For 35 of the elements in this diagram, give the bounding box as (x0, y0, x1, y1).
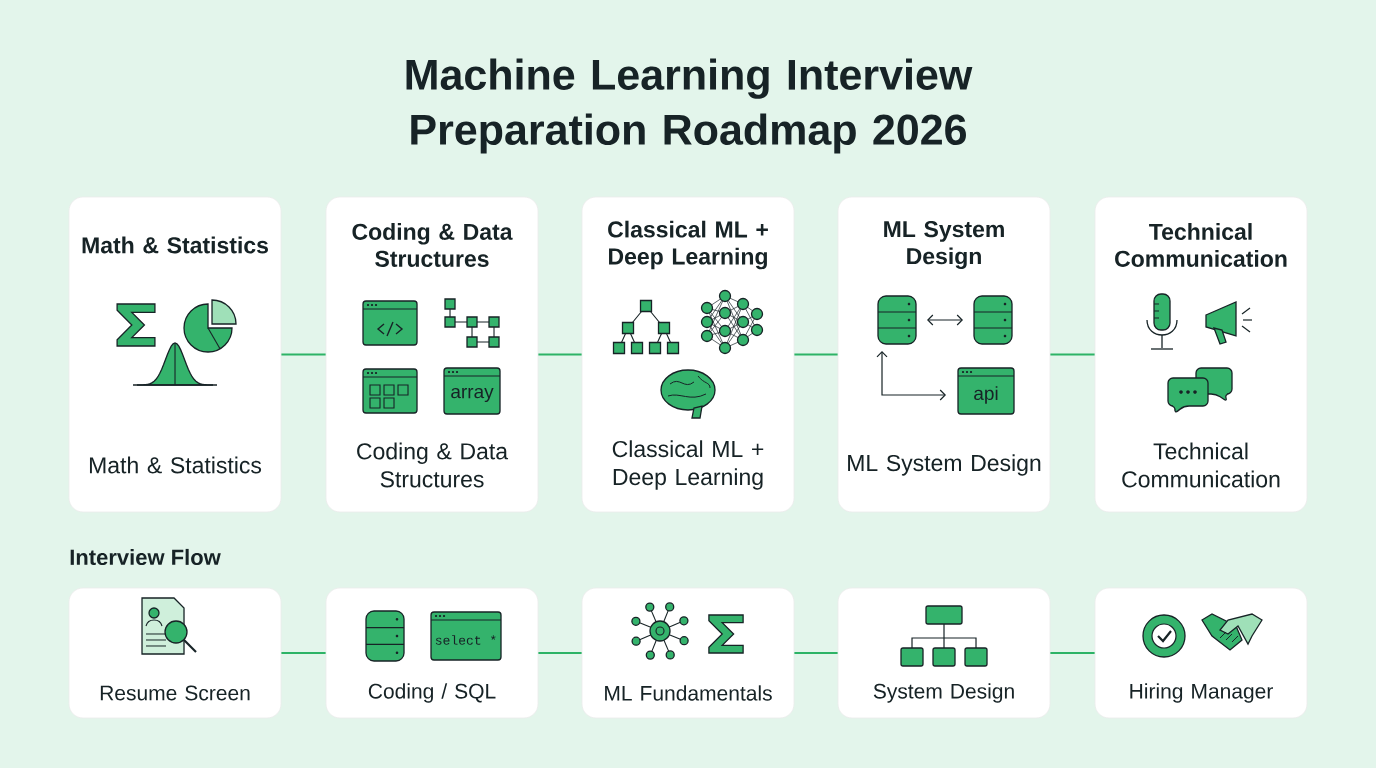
step-card (1094, 196, 1308, 513)
card-heading: Classical ML + Deep Learning (608, 220, 768, 270)
section-heading: Interview Flow (70, 548, 221, 566)
card-caption: Technical Communication (1122, 442, 1280, 488)
card-caption: ML System Design (848, 454, 1041, 476)
step-card (68, 196, 282, 513)
connector-line (793, 353, 839, 356)
step-card (837, 587, 1051, 719)
step-card (68, 587, 282, 719)
card-heading: ML System Design (884, 221, 1004, 269)
title: Machine Learning Interview Preparation Roadmap 2026 (406, 58, 973, 154)
connector-line (280, 652, 327, 654)
card-caption: Coding / SQL (368, 683, 496, 703)
step-card (325, 587, 539, 719)
step-card (581, 196, 795, 513)
step-card (837, 196, 1051, 513)
card-heading: Math & Statistics (82, 236, 268, 254)
card-caption: System Design (873, 683, 1014, 703)
step-card (325, 196, 539, 513)
connector-line (537, 652, 583, 654)
card-caption: ML Fundamentals (605, 685, 772, 701)
card-caption: Math & Statistics (90, 456, 262, 474)
card-caption: Resume Screen (100, 685, 250, 701)
connector-line (537, 353, 583, 356)
card-caption: Coding & Data Structures (357, 442, 509, 488)
card-heading: Coding & Data Structures (352, 223, 513, 267)
card-heading: Technical Communication (1115, 223, 1287, 267)
step-card (1094, 587, 1308, 719)
card-caption: Hiring Manager (1130, 683, 1273, 703)
connector-line (793, 652, 839, 654)
connector-line (1049, 353, 1096, 356)
connector-line (1049, 652, 1096, 654)
step-card (581, 587, 795, 719)
connector-line (280, 353, 327, 356)
card-caption: Classical ML + Deep Learning (612, 440, 764, 490)
